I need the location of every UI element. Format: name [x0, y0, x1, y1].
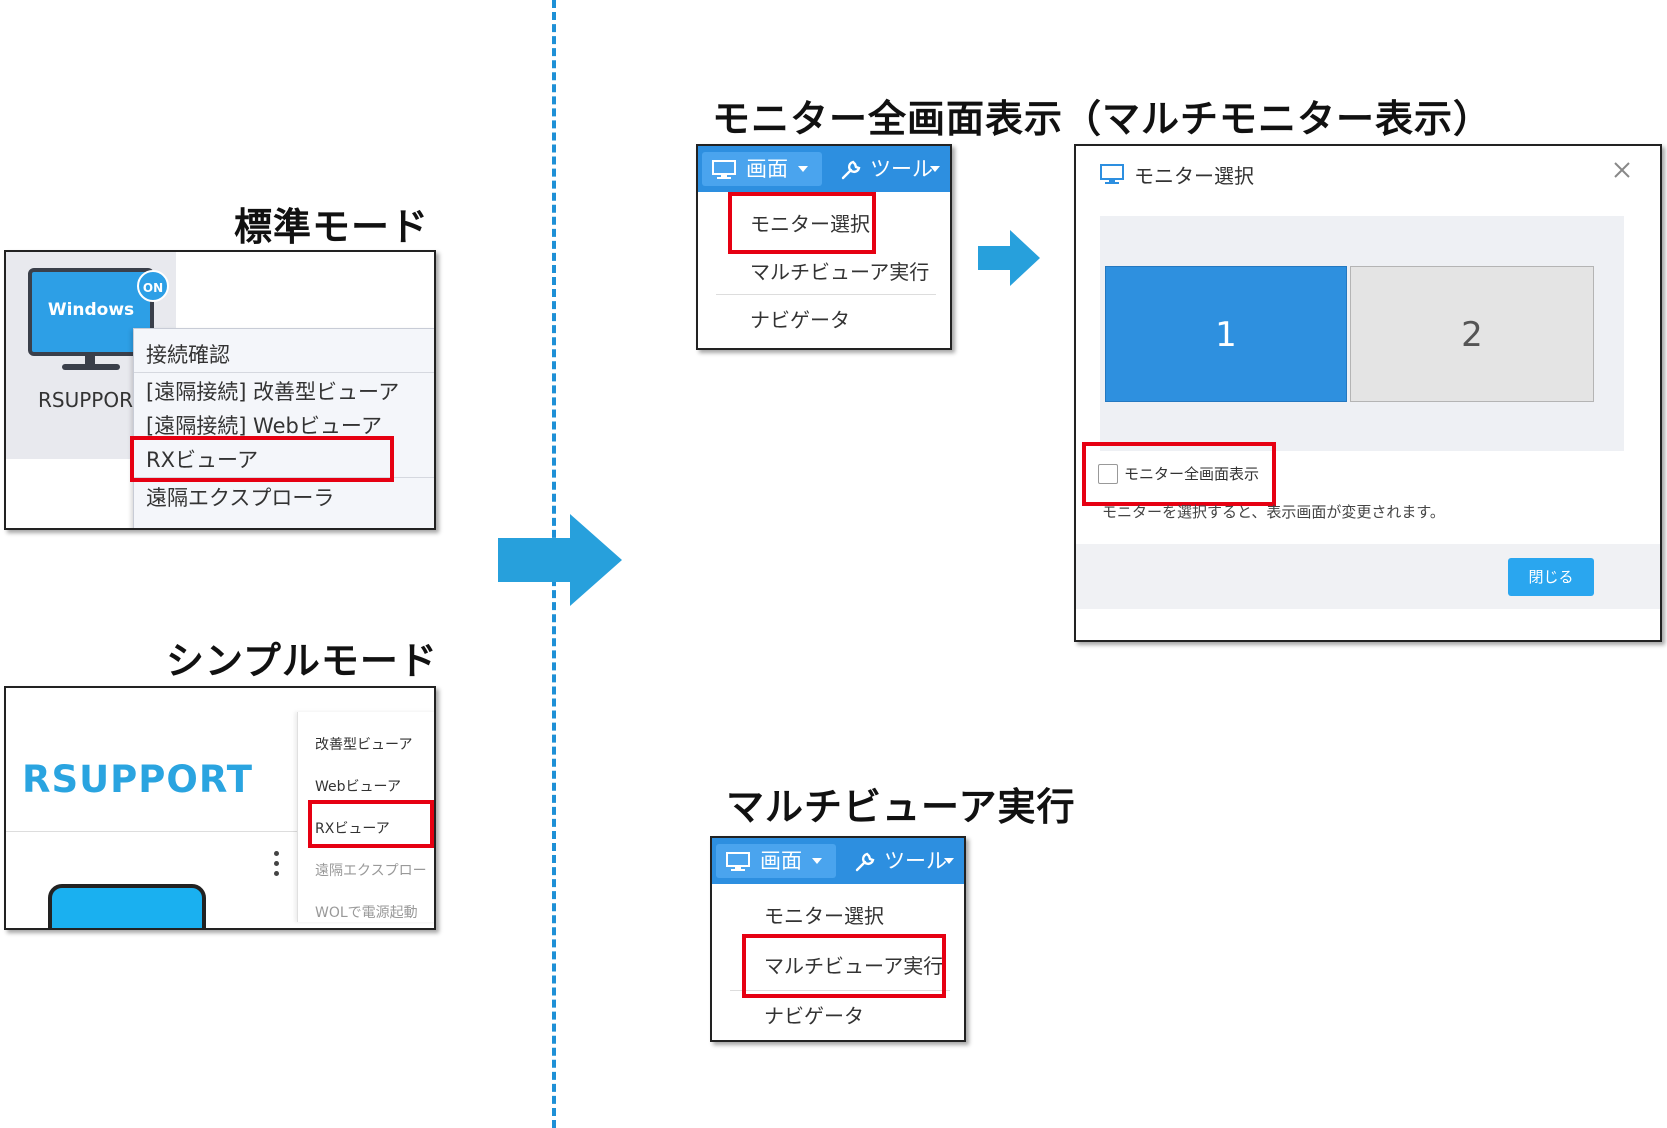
tools-menu-button[interactable]: ツール	[846, 844, 964, 878]
fullscreen-checkbox-label: モニター全画面表示	[1124, 465, 1260, 483]
monitor-icon	[1100, 164, 1124, 184]
tools-menu-label: ツール	[884, 849, 947, 873]
screen-menu-panel: 画面 ツール モニター選択 マルチビューア実行 ナビゲータ	[696, 144, 952, 350]
menu-divider	[134, 477, 434, 478]
multiviewer-menu-panel: 画面 ツール モニター選択 マルチビューア実行 ナビゲータ	[710, 836, 966, 1042]
monitor-icon	[712, 160, 736, 179]
menu-item-monitor-select[interactable]: モニター選択	[750, 212, 870, 236]
menu-divider	[716, 294, 936, 295]
brand-logo: RSUPPORT	[22, 758, 253, 801]
monitor-stand-icon	[85, 356, 95, 366]
menu-item-connection-check[interactable]: 接続確認	[146, 343, 230, 367]
device-monitor-icon	[48, 884, 206, 928]
menu-item-monitor-select[interactable]: モニター選択	[764, 904, 884, 928]
chevron-down-icon	[944, 858, 954, 864]
menu-item-improved-viewer[interactable]: [遠隔接続] 改善型ビューア	[146, 380, 400, 404]
monitor-select-dialog: モニター選択 1 2 モニター全画面表示 モニターを選択すると、表示画面が変更さ…	[1074, 144, 1662, 642]
help-text: モニターを選択すると、表示画面が変更されます。	[1102, 503, 1445, 521]
small-arrow-icon	[978, 230, 1040, 286]
standard-mode-panel: Windows ON RSUPPOR 接続確認 [遠隔接続] 改善型ビューア […	[4, 250, 436, 530]
menu-item-remote-explorer[interactable]: 遠隔エクスプロー	[315, 863, 427, 879]
menu-item-navigator[interactable]: ナビゲータ	[764, 1004, 864, 1028]
screen-menu-button[interactable]: 画面	[702, 152, 822, 186]
menu-item-web-viewer[interactable]: Webビューア	[315, 779, 401, 795]
menu-item-multiviewer[interactable]: マルチビューア実行	[750, 260, 930, 284]
close-button[interactable]: 閉じる	[1508, 558, 1594, 596]
tools-menu-label: ツール	[870, 157, 933, 181]
simple-mode-panel: RSUPPORT 改善型ビューア Webビューア RXビューア 遠隔エクスプロー…	[4, 686, 436, 930]
menu-item-remote-explorer[interactable]: 遠隔エクスプローラ	[146, 486, 335, 510]
status-badge: ON	[137, 270, 169, 302]
monitor-base-icon	[62, 364, 120, 370]
highlight-box	[130, 436, 394, 482]
menu-item-improved-viewer[interactable]: 改善型ビューア	[315, 737, 413, 753]
simple-context-menu: 改善型ビューア Webビューア RXビューア 遠隔エクスプロー WOLで電源起動	[297, 712, 434, 922]
context-menu: 接続確認 [遠隔接続] 改善型ビューア [遠隔接続] Webビューア RXビュー…	[133, 328, 434, 528]
tools-menu-button[interactable]: ツール	[832, 152, 950, 186]
toolbar: 画面 ツール	[712, 838, 964, 884]
host-name: RSUPPOR	[38, 388, 133, 412]
heading-monitor-fullscreen: モニター全画面表示（マルチモニター表示）	[712, 97, 1493, 141]
menu-divider	[134, 372, 434, 373]
menu-item-multiviewer[interactable]: マルチビューア実行	[764, 954, 944, 978]
chevron-down-icon	[798, 166, 808, 172]
screen-menu-button[interactable]: 画面	[716, 844, 836, 878]
menu-divider	[730, 990, 950, 991]
highlight-box	[728, 192, 876, 254]
heading-standard-mode: 標準モード	[234, 205, 430, 249]
wrench-icon	[855, 852, 875, 872]
card-divider	[6, 831, 298, 832]
heading-multiviewer: マルチビューア実行	[726, 785, 1076, 829]
menu-item-navigator[interactable]: ナビゲータ	[750, 308, 850, 332]
menu-item-wol-power-on[interactable]: WOLで電源起動	[315, 905, 418, 921]
big-arrow-icon	[498, 514, 622, 606]
monitor-icon	[726, 852, 750, 871]
highlight-box	[1082, 442, 1276, 506]
device-os-label: Windows	[47, 300, 135, 320]
menu-item-web-viewer[interactable]: [遠隔接続] Webビューア	[146, 414, 383, 438]
screen-menu-label: 画面	[746, 157, 788, 181]
menu-item-rx-viewer[interactable]: RXビューア	[146, 448, 259, 472]
monitor-1-tile[interactable]: 1	[1105, 266, 1347, 402]
heading-simple-mode: シンプルモード	[166, 639, 438, 683]
chevron-down-icon	[930, 166, 940, 172]
toolbar: 画面 ツール	[698, 146, 950, 192]
monitor-2-tile[interactable]: 2	[1350, 266, 1594, 402]
wrench-icon	[841, 160, 861, 180]
menu-item-rx-viewer[interactable]: RXビューア	[315, 821, 390, 837]
chevron-down-icon	[812, 858, 822, 864]
highlight-box	[308, 800, 434, 848]
dialog-title: モニター選択	[1134, 164, 1254, 188]
screen-menu-label: 画面	[760, 849, 802, 873]
monitor-layout-area: 1 2	[1100, 216, 1624, 451]
close-icon[interactable]	[1612, 160, 1632, 180]
highlight-box	[742, 934, 946, 998]
fullscreen-checkbox[interactable]	[1098, 464, 1118, 484]
more-options-icon[interactable]	[274, 851, 280, 881]
